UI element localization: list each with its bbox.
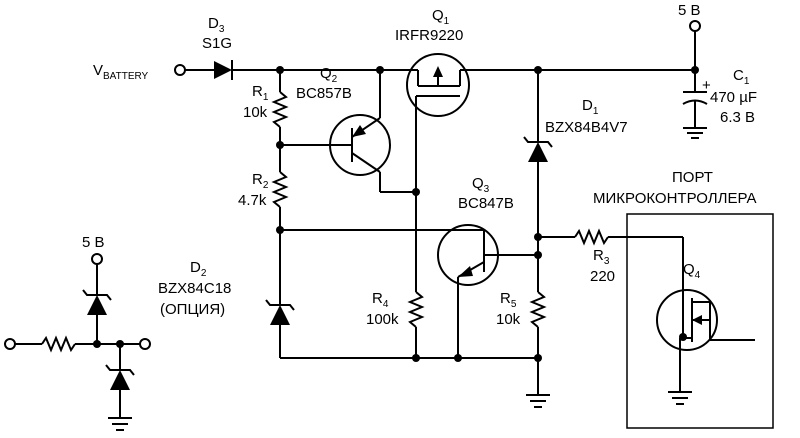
supply-5v-top — [689, 20, 701, 70]
q1-value: IRFR9220 — [395, 27, 463, 44]
c1-polarity: + — [702, 77, 711, 94]
q2-ref: Q2 — [320, 65, 338, 85]
r4-value: 100k — [366, 311, 399, 328]
r1-value: 10k — [243, 104, 268, 121]
ground-main — [526, 394, 550, 408]
r2-value: 4.7k — [238, 192, 267, 209]
inset-supply-label: 5 В — [82, 234, 105, 251]
q4-ref: Q4 — [683, 261, 701, 281]
zener-d1 — [523, 70, 553, 292]
d1-value: BZX84B4V7 — [545, 119, 628, 136]
mosfet-q1 — [406, 53, 470, 117]
diode-d3 — [214, 60, 233, 80]
resistor-r4 — [407, 291, 425, 358]
mcu-port-box — [626, 213, 774, 429]
mosfet-q4 — [656, 237, 755, 392]
r3-ref: R3 — [593, 247, 610, 267]
inset-circuit — [4, 253, 151, 431]
junction-dots — [93, 66, 699, 362]
q2-value: BC857B — [296, 85, 352, 102]
mcu-port-line2: МИКРОКОНТРОЛЛЕРА — [593, 190, 756, 207]
zener-d2 — [265, 230, 295, 358]
c1-ref: C1 — [733, 67, 750, 87]
r1-ref: R1 — [252, 83, 269, 103]
mcu-port-line1: ПОРТ — [672, 169, 713, 186]
r3-value: 220 — [590, 268, 615, 285]
d3-value: S1G — [202, 35, 232, 52]
r4-ref: R4 — [372, 290, 389, 310]
battery-terminal — [174, 64, 186, 76]
r2-ref: R2 — [252, 171, 269, 191]
supply-label-top: 5 В — [678, 2, 701, 19]
q1-ref: Q1 — [432, 7, 450, 27]
d1-ref: D1 — [582, 97, 599, 117]
c1-voltage: 6.3 В — [720, 109, 755, 126]
q3-ref: Q3 — [472, 175, 490, 195]
resistor-r3 — [538, 228, 683, 246]
d2-ref: D2 — [190, 259, 207, 279]
r5-ref: R5 — [500, 290, 517, 310]
d3-ref: D3 — [208, 15, 225, 35]
d2-value: BZX84C18 — [158, 280, 231, 297]
r5-value: 10k — [496, 311, 521, 328]
ground-q4 — [668, 391, 692, 405]
q3-value: BC847B — [458, 195, 514, 212]
battery-label: VBATTERY — [93, 62, 149, 82]
resistor-r1 — [271, 70, 289, 145]
resistor-r2 — [271, 145, 289, 230]
transistor-q3 — [437, 224, 538, 358]
d2-note: (ОПЦИЯ) — [160, 301, 225, 318]
transistor-q2 — [280, 70, 416, 193]
c1-value: 470 µF — [710, 89, 757, 106]
resistor-r5 — [529, 291, 547, 395]
